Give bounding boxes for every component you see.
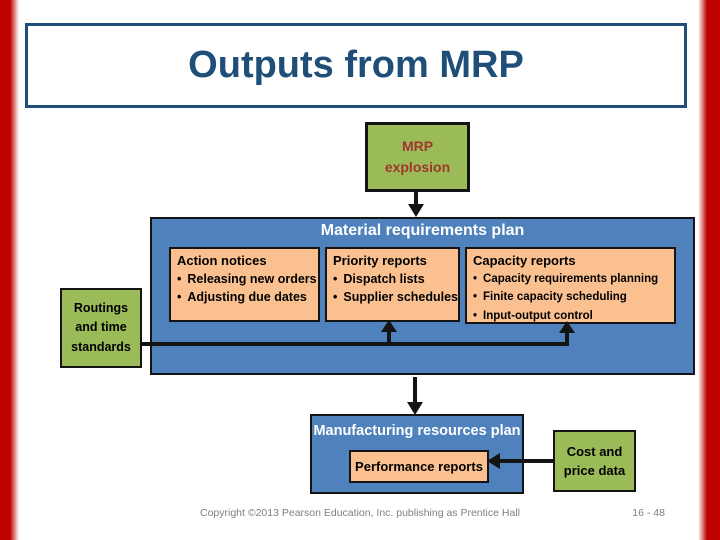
cost-label-line2: price data	[563, 463, 626, 478]
left-red-accent-bar	[0, 0, 20, 540]
arrow-up-icon	[381, 320, 397, 332]
connector-explosion-to-material-line	[414, 190, 418, 206]
manufacturing-resources-plan-box: Manufacturing resources plan Performance…	[310, 414, 524, 494]
connector-branch-priority-line	[387, 330, 391, 344]
performance-reports-label: Performance reports	[355, 459, 483, 474]
action-notices-header: Action notices	[177, 253, 267, 268]
priority-reports-box: Priority reports Dispatch lists Supplier…	[325, 247, 460, 322]
arrow-left-icon	[487, 453, 500, 469]
arrow-up-icon	[559, 321, 575, 333]
material-requirements-plan-header: Material requirements plan	[320, 222, 525, 239]
slide-title-box: Outputs from MRP	[25, 23, 687, 108]
routings-label: Routings and time standards	[71, 300, 131, 354]
capacity-bullet-3: Input-output control	[473, 307, 672, 325]
priority-reports-header: Priority reports	[333, 253, 427, 268]
arrow-down-icon	[408, 204, 424, 217]
capacity-bullet-2: Finite capacity scheduling	[473, 288, 672, 306]
slide-title: Outputs from MRP	[188, 44, 524, 86]
manufacturing-resources-plan-header: Manufacturing resources plan	[313, 423, 521, 439]
mrp-explosion-label-line1: MRP	[401, 138, 434, 154]
routings-time-standards-box: Routings and time standards	[60, 288, 142, 368]
capacity-reports-box: Capacity reports Capacity requirements p…	[465, 247, 676, 324]
capacity-bullet-1: Capacity requirements planning	[473, 270, 672, 288]
action-bullet-1: Releasing new orders	[177, 270, 316, 288]
mrp-explosion-box: MRP explosion	[365, 122, 470, 192]
arrow-down-icon	[407, 402, 423, 415]
connector-material-to-manufacturing-line	[413, 377, 417, 405]
page-number: 16 - 48	[632, 507, 665, 519]
connector-cost-to-performance-line	[499, 459, 553, 463]
priority-bullet-1: Dispatch lists	[333, 270, 456, 288]
priority-bullet-2: Supplier schedules	[333, 288, 458, 306]
capacity-reports-header: Capacity reports	[473, 253, 576, 268]
connector-routings-horizontal-line	[142, 342, 569, 346]
action-bullet-2: Adjusting due dates	[177, 288, 316, 306]
cost-price-data-box: Cost and price data	[553, 430, 636, 492]
action-notices-box: Action notices Releasing new orders Adju…	[169, 247, 320, 322]
connector-branch-capacity-line	[565, 330, 569, 346]
right-red-accent-bar	[698, 0, 720, 540]
cost-label-line1: Cost and	[566, 443, 623, 459]
copyright-text: Copyright ©2013 Pearson Education, Inc. …	[199, 507, 520, 519]
performance-reports-box: Performance reports	[349, 450, 489, 483]
mrp-explosion-label-line2: explosion	[384, 159, 451, 175]
material-requirements-plan-box: Material requirements plan Action notice…	[150, 217, 695, 375]
